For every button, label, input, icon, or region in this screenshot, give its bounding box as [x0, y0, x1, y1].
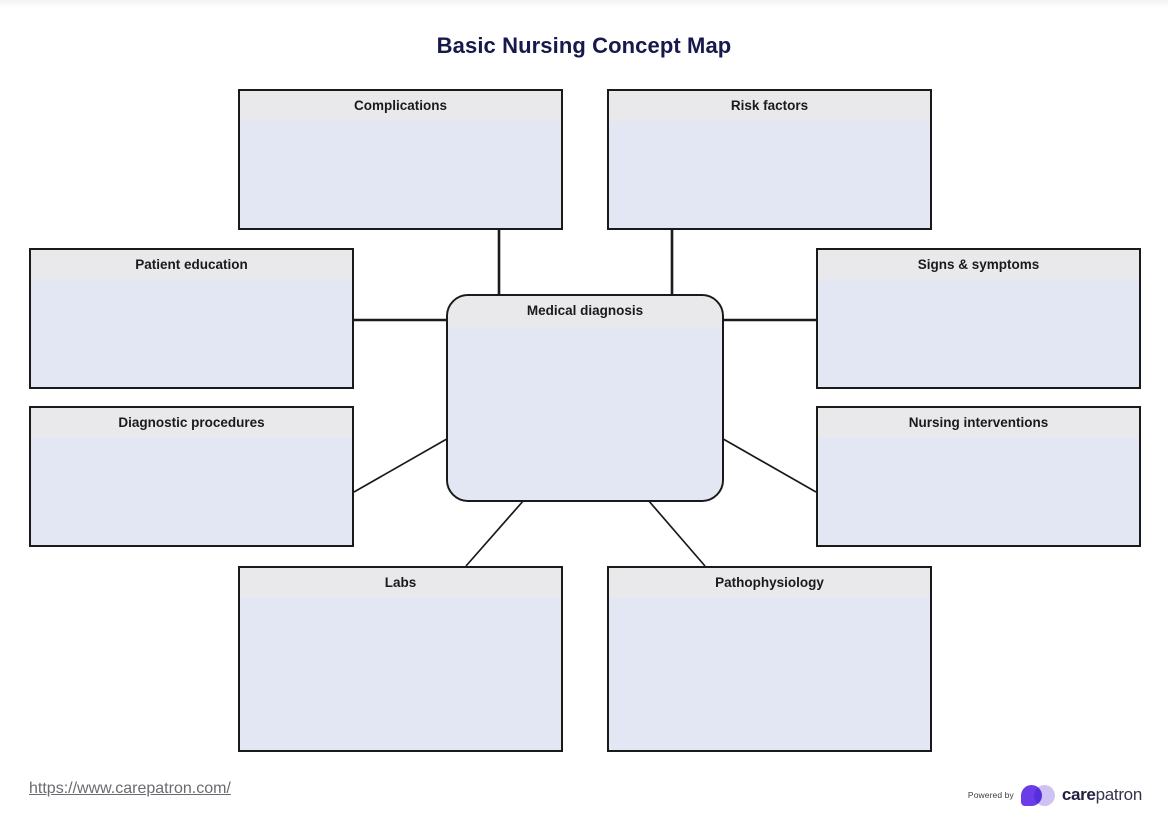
powered-by-carepatron: Powered by carepatron [968, 783, 1142, 807]
node-nursing-interventions-body[interactable] [818, 438, 1139, 545]
node-signs-symptoms[interactable]: Signs & symptoms [816, 248, 1141, 389]
edge-diagnostic-procedures-to-center [353, 435, 453, 493]
edge-pathophysiology-to-center [647, 499, 706, 567]
node-signs-symptoms-body[interactable] [818, 280, 1139, 387]
node-patient-education-body[interactable] [31, 280, 352, 387]
page-title: Basic Nursing Concept Map [436, 33, 732, 58]
node-diagnostic-procedures[interactable]: Diagnostic procedures [29, 406, 354, 547]
node-nursing-interventions[interactable]: Nursing interventions [816, 406, 1141, 547]
node-risk-factors-body[interactable] [609, 121, 930, 228]
node-risk-factors-label: Risk factors [609, 91, 930, 121]
page-top-band [0, 0, 1168, 7]
node-complications[interactable]: Complications [238, 89, 563, 230]
node-pathophysiology[interactable]: Pathophysiology [607, 566, 932, 752]
edge-labs-to-center [465, 499, 525, 567]
node-signs-symptoms-label: Signs & symptoms [818, 250, 1139, 280]
powered-by-label: Powered by [967, 790, 1014, 800]
node-labs[interactable]: Labs [238, 566, 563, 752]
carepatron-wordmark: carepatron [1062, 785, 1142, 805]
edge-nursing-interventions-to-center [717, 435, 817, 493]
node-medical-diagnosis[interactable]: Medical diagnosis [446, 294, 724, 502]
node-complications-label: Complications [240, 91, 561, 121]
node-complications-body[interactable] [240, 121, 561, 228]
node-labs-label: Labs [240, 568, 561, 598]
carepatron-logo-icon [1020, 784, 1055, 806]
node-patient-education-label: Patient education [31, 250, 352, 280]
node-labs-body[interactable] [240, 598, 561, 750]
node-diagnostic-procedures-label: Diagnostic procedures [31, 408, 352, 438]
node-medical-diagnosis-label: Medical diagnosis [448, 296, 722, 328]
node-diagnostic-procedures-body[interactable] [31, 438, 352, 545]
carepatron-website-link[interactable]: https://www.carepatron.com/ [29, 780, 231, 797]
node-pathophysiology-body[interactable] [609, 598, 930, 750]
node-medical-diagnosis-body[interactable] [448, 328, 722, 500]
node-risk-factors[interactable]: Risk factors [607, 89, 932, 230]
node-patient-education[interactable]: Patient education [29, 248, 354, 389]
wordmark-patron: patron [1095, 785, 1143, 804]
wordmark-care: care [1061, 785, 1096, 804]
node-nursing-interventions-label: Nursing interventions [818, 408, 1139, 438]
node-pathophysiology-label: Pathophysiology [609, 568, 930, 598]
